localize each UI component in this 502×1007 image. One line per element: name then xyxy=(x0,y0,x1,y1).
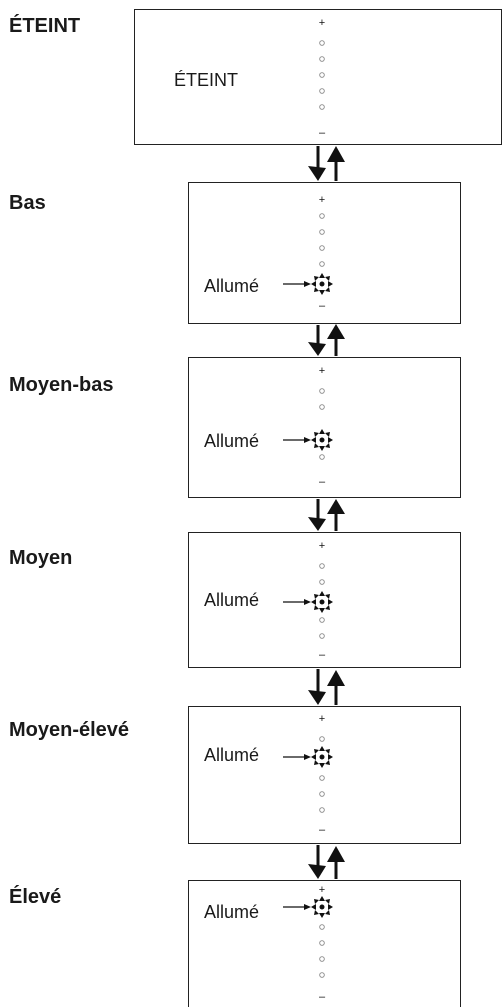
stage-title-moyen: Moyen xyxy=(9,547,73,569)
minus-sign: – xyxy=(319,991,326,1003)
arrow-up-icon xyxy=(327,846,345,879)
level-indicator: + – xyxy=(283,194,333,312)
led-lit-icon xyxy=(311,591,333,613)
transition-arrows xyxy=(308,146,345,879)
plus-sign: + xyxy=(319,194,325,206)
led-off xyxy=(319,736,325,742)
arrow-up-icon xyxy=(327,499,345,531)
pointer-arrowhead xyxy=(304,599,311,605)
arrow-down-icon xyxy=(308,146,326,181)
plus-sign: + xyxy=(319,884,325,896)
level-indicator: + – xyxy=(283,365,333,488)
led-off xyxy=(319,579,325,585)
stage-title-moyen-bas: Moyen-bas xyxy=(9,374,114,396)
panel-label: Allumé xyxy=(204,902,260,922)
panel-label: Allumé xyxy=(204,590,260,610)
led-lit-icon xyxy=(311,896,333,918)
led-off xyxy=(319,404,325,410)
pointer-arrowhead xyxy=(304,437,311,443)
plus-sign: + xyxy=(319,713,325,725)
arrow-down-icon xyxy=(308,845,326,879)
arrow-up-icon xyxy=(327,670,345,705)
led-off xyxy=(319,56,325,62)
arrow-down-icon xyxy=(308,669,326,705)
arrow-up-icon xyxy=(327,146,345,181)
arrow-up-icon xyxy=(327,324,345,356)
led-off xyxy=(319,454,325,460)
plus-sign: + xyxy=(319,540,325,552)
panel-eteint: ÉTEINT xyxy=(134,9,502,145)
pointer-arrowhead xyxy=(304,754,311,760)
led-off xyxy=(319,261,325,267)
led-off xyxy=(319,807,325,813)
panel-bas: Allumé xyxy=(188,182,461,324)
led-off xyxy=(319,213,325,219)
led-off xyxy=(319,563,325,569)
pointer-arrowhead xyxy=(304,904,311,910)
minus-sign: – xyxy=(319,476,326,488)
led-off xyxy=(319,791,325,797)
led-off xyxy=(319,245,325,251)
led-off xyxy=(319,924,325,930)
stage-title-eleve: Élevé xyxy=(9,886,62,908)
panel-moyen-bas: Allumé xyxy=(188,357,461,498)
stage-title-moyen-eleve: Moyen-élevé xyxy=(9,719,130,741)
arrow-down-icon xyxy=(308,325,326,356)
led-off xyxy=(319,972,325,978)
led-off xyxy=(319,88,325,94)
panel-label: Allumé xyxy=(204,276,260,296)
level-indicator: + – xyxy=(283,713,333,836)
level-indicator: + – xyxy=(283,884,333,1003)
panel-moyen-eleve: Allumé xyxy=(188,706,461,844)
led-off xyxy=(319,633,325,639)
led-off xyxy=(319,72,325,78)
plus-sign: + xyxy=(319,365,325,377)
led-off xyxy=(319,229,325,235)
panel-label: Allumé xyxy=(204,431,260,451)
led-lit-icon xyxy=(311,273,333,295)
led-off xyxy=(319,40,325,46)
level-indicator: + – xyxy=(319,17,326,139)
level-indicator: + – xyxy=(283,540,333,661)
minus-sign: – xyxy=(319,824,326,836)
plus-sign: + xyxy=(319,17,325,29)
led-off xyxy=(319,104,325,110)
led-lit-icon xyxy=(311,746,333,768)
stage-title-bas: Bas xyxy=(9,192,46,214)
panel-label: ÉTEINT xyxy=(174,70,239,90)
minus-sign: – xyxy=(319,649,326,661)
pointer-arrowhead xyxy=(304,281,311,287)
minus-sign: – xyxy=(319,127,326,139)
led-off xyxy=(319,388,325,394)
led-off xyxy=(319,940,325,946)
panel-eleve: Allumé xyxy=(188,880,461,1007)
minus-sign: – xyxy=(319,300,326,312)
led-off xyxy=(319,956,325,962)
led-off xyxy=(319,775,325,781)
led-off xyxy=(319,617,325,623)
stage-title-eteint: ÉTEINT xyxy=(9,15,81,37)
arrow-down-icon xyxy=(308,499,326,531)
led-lit-icon xyxy=(311,429,333,451)
panel-label: Allumé xyxy=(204,745,260,765)
panel-moyen: Allumé xyxy=(188,532,461,668)
